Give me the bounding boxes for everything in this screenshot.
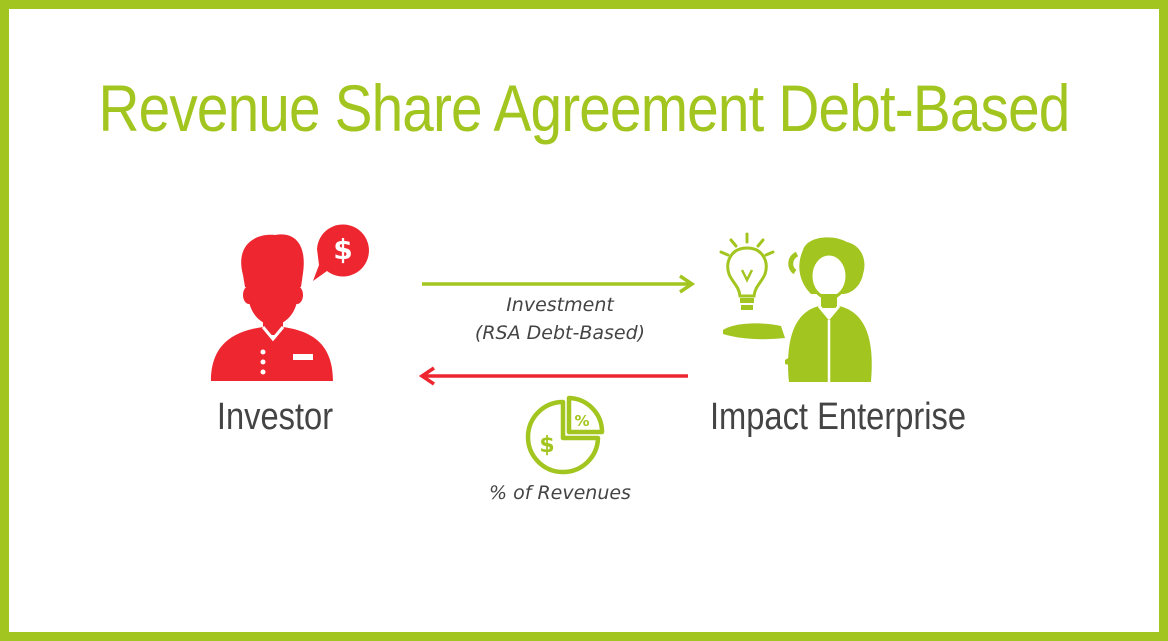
svg-text:$: $ bbox=[333, 233, 352, 266]
svg-text:%: % bbox=[574, 412, 589, 430]
entrepreneur-icon bbox=[719, 232, 872, 382]
investment-line2: (RSA Debt-Based) bbox=[474, 322, 646, 344]
investment-line1: Investment bbox=[506, 294, 614, 316]
investor-icon: $ bbox=[211, 224, 369, 381]
enterprise-label: Impact Enterprise bbox=[709, 396, 967, 438]
svg-text:$: $ bbox=[539, 433, 554, 458]
revenue-arrow bbox=[418, 366, 688, 386]
revenues-label: % of Revenues bbox=[489, 482, 631, 504]
investor-label: Investor bbox=[216, 396, 334, 438]
investment-flow-label: Investment (RSA Debt-Based) bbox=[440, 294, 680, 344]
diagram-title: Revenue Share Agreement Debt-Based bbox=[98, 71, 1071, 145]
investment-arrow bbox=[422, 274, 696, 294]
revenue-pie-icon: $ % bbox=[525, 395, 605, 475]
